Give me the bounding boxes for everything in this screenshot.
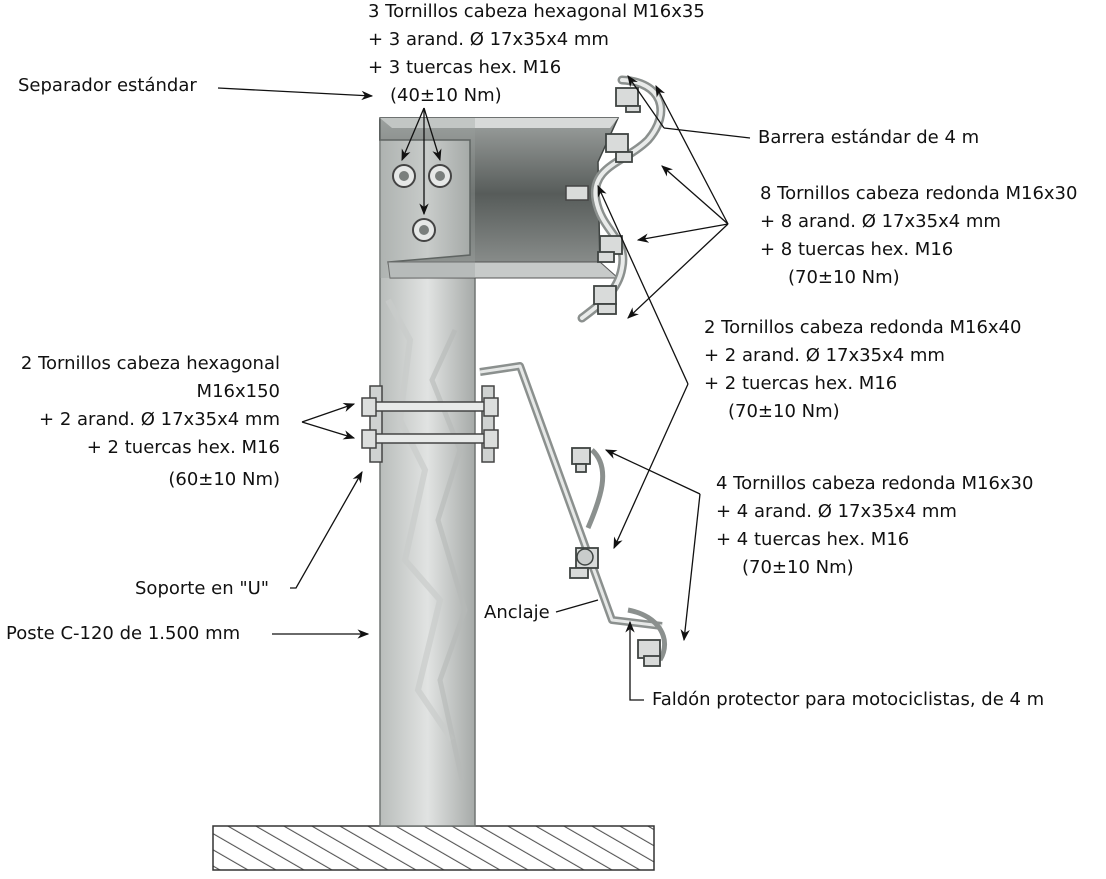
skirt-bolts-line4: (70±10 Nm) — [742, 557, 854, 578]
spacer-label-text: Separador estándar — [18, 75, 197, 96]
standard-barrier — [577, 75, 666, 323]
anchor-bolts-line4: (70±10 Nm) — [728, 401, 840, 422]
barrier-bolts-label: 8 Tornillos cabeza redonda M16x30 + 8 ar… — [760, 180, 1077, 292]
u-support — [361, 385, 499, 463]
ground-base — [212, 825, 655, 871]
barrier-bolts-line2: + 8 arand. Ø 17x35x4 mm — [760, 211, 1001, 232]
post-bolts-line5: (60±10 Nm) — [168, 469, 280, 490]
u-support-label: Soporte en "U" — [135, 575, 269, 603]
anchor-bolts-label: 2 Tornillos cabeza redonda M16x40 + 2 ar… — [704, 314, 1021, 426]
barrier-bolts-line4: (70±10 Nm) — [788, 267, 900, 288]
leader-lines — [217, 75, 751, 701]
skirt-label: Faldón protector para motociclistas, de … — [652, 686, 1044, 714]
post-label: Poste C-120 de 1.500 mm — [6, 620, 240, 648]
barrier-label: Barrera estándar de 4 m — [758, 124, 979, 152]
barrier-label-text: Barrera estándar de 4 m — [758, 127, 980, 148]
post-bolts-label: 2 Tornillos cabeza hexagonal M16x150 + 2… — [0, 350, 280, 494]
anchor-label: Anclaje — [484, 599, 550, 627]
u-support-label-text: Soporte en "U" — [135, 578, 270, 599]
standard-spacer — [379, 117, 620, 279]
anchor-bolts-line2: + 2 arand. Ø 17x35x4 mm — [704, 345, 945, 366]
post-bolts-line2: M16x150 — [196, 381, 280, 402]
spacer-label: Separador estándar — [18, 72, 197, 100]
skirt-bolts-line1: 4 Tornillos cabeza redonda M16x30 — [716, 473, 1034, 494]
barrier-bolts-line3: + 8 tuercas hex. M16 — [760, 239, 954, 260]
top-bolts-label: 3 Tornillos cabeza hexagonal M16x35 + 3 … — [368, 0, 705, 110]
post-label-text: Poste C-120 de 1.500 mm — [6, 623, 241, 644]
top-bolts-line1: 3 Tornillos cabeza hexagonal M16x35 — [368, 1, 705, 22]
protector-skirt-and-anchor — [479, 362, 667, 667]
barrier-bolts-line1: 8 Tornillos cabeza redonda M16x30 — [760, 183, 1078, 204]
top-bolts-line3: + 3 tuercas hex. M16 — [368, 57, 562, 78]
top-bolts-line4: (40±10 Nm) — [390, 85, 502, 106]
skirt-label-text: Faldón protector para motociclistas, de … — [652, 689, 1045, 710]
skirt-bolts-label: 4 Tornillos cabeza redonda M16x30 + 4 ar… — [716, 470, 1033, 582]
anchor-bolts-line3: + 2 tuercas hex. M16 — [704, 373, 898, 394]
anchor-label-text: Anclaje — [484, 602, 550, 623]
post-bolts-line3: + 2 arand. Ø 17x35x4 mm — [39, 409, 280, 430]
anchor-bolts-line1: 2 Tornillos cabeza redonda M16x40 — [704, 317, 1022, 338]
skirt-bolts-line3: + 4 tuercas hex. M16 — [716, 529, 910, 550]
post-bolts-line4: + 2 tuercas hex. M16 — [86, 437, 280, 458]
top-bolts-line2: + 3 arand. Ø 17x35x4 mm — [368, 29, 609, 50]
skirt-bolts-line2: + 4 arand. Ø 17x35x4 mm — [716, 501, 957, 522]
post-bolts-line1: 2 Tornillos cabeza hexagonal — [20, 353, 280, 374]
